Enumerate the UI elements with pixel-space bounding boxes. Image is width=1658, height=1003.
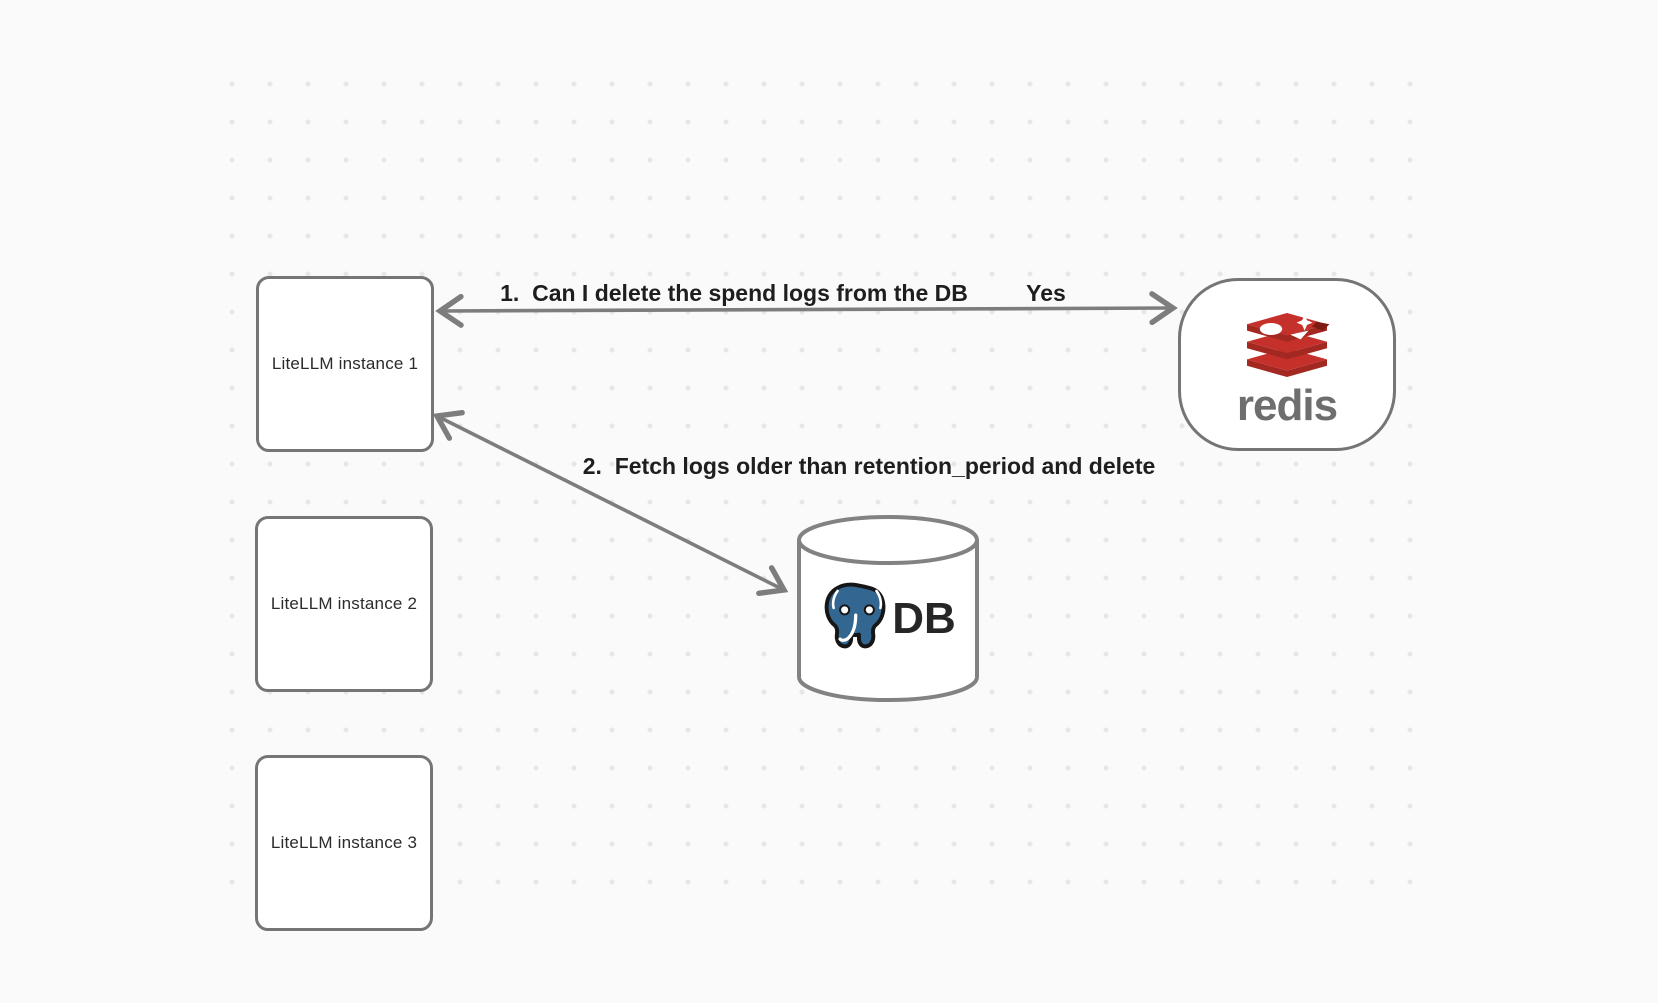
redis-stack-icon [1247,312,1330,377]
edge1-label[interactable]: 1. Can I delete the spend logs from the … [500,280,968,307]
node-redis[interactable]: redis [1178,278,1396,451]
redis-wordmark: redis [1236,380,1338,430]
node-litellm-instance-1[interactable]: LiteLLM instance 1 [256,276,434,452]
node-label: LiteLLM instance 2 [270,594,418,613]
node-db[interactable]: DB [793,511,983,711]
node-label: LiteLLM instance 1 [271,354,419,373]
db-label: DB [892,594,956,643]
postgresql-elephant-icon [824,582,886,649]
edge2-label[interactable]: 2. Fetch logs older than retention_perio… [582,453,1156,480]
node-litellm-instance-3[interactable]: LiteLLM instance 3 [255,755,433,931]
node-litellm-instance-2[interactable]: LiteLLM instance 2 [255,516,433,692]
db-cylinder-shape [797,515,979,702]
edge1-response-label[interactable]: Yes [1026,280,1066,307]
node-label: LiteLLM instance 3 [270,833,418,852]
